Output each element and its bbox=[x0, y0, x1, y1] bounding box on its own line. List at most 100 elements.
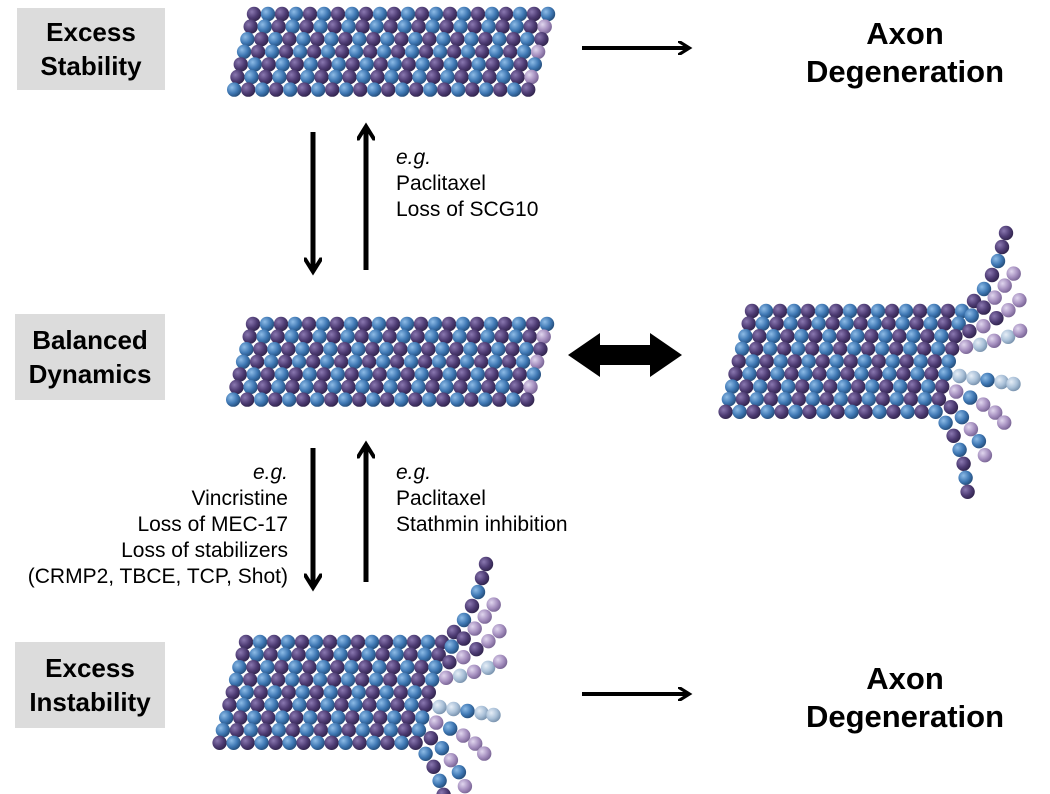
tubulin-subunit bbox=[431, 354, 447, 369]
tubulin-subunit bbox=[394, 735, 409, 750]
tubulin-subunit bbox=[401, 57, 416, 72]
tubulin-subunit bbox=[424, 672, 440, 687]
microtubule-balanced bbox=[226, 316, 555, 407]
tubulin-subunit bbox=[352, 32, 367, 47]
tubulin-subunit bbox=[432, 44, 448, 59]
tubulin-subunit bbox=[452, 668, 468, 683]
tubulin-subunit bbox=[422, 392, 437, 407]
tubulin-subunit bbox=[534, 32, 549, 47]
tubulin-subunit bbox=[380, 735, 395, 750]
tubulin-subunit bbox=[427, 316, 443, 332]
tubulin-subunit bbox=[508, 329, 523, 344]
tubulin-subunit bbox=[282, 32, 297, 47]
tubulin-subunit bbox=[499, 57, 514, 72]
tubulin-subunit bbox=[864, 329, 879, 344]
tubulin-subunit bbox=[393, 685, 408, 700]
tubulin-subunit bbox=[271, 723, 287, 738]
tubulin-subunit bbox=[718, 404, 733, 419]
tubulin-subunit bbox=[361, 354, 377, 369]
tubulin-subunit bbox=[423, 731, 439, 746]
tubulin-subunit bbox=[235, 647, 250, 662]
tubulin-subunit bbox=[478, 392, 493, 407]
tubulin-subunit bbox=[254, 735, 269, 750]
tubulin-subunit bbox=[387, 710, 402, 725]
tubulin-subunit bbox=[843, 354, 858, 369]
tubulin-subunit bbox=[721, 392, 737, 407]
tubulin-subunit bbox=[283, 82, 298, 97]
tubulin-subunit bbox=[240, 735, 255, 750]
tubulin-subunit bbox=[805, 392, 821, 407]
tubulin-subunit bbox=[328, 69, 343, 85]
tubulin-subunit bbox=[330, 660, 345, 675]
tubulin-subunit bbox=[399, 316, 415, 332]
tubulin-subunit bbox=[372, 660, 387, 675]
tubulin-subunit bbox=[345, 710, 360, 725]
tubulin-subunit bbox=[800, 303, 816, 319]
tubulin-subunit bbox=[453, 379, 468, 395]
tubulin-subunit bbox=[409, 82, 424, 97]
tubulin-subunit bbox=[326, 329, 341, 344]
tubulin-subunit bbox=[994, 239, 1010, 255]
tubulin-subunit bbox=[484, 367, 499, 382]
tubulin-subunit bbox=[429, 57, 444, 72]
tubulin-subunit bbox=[389, 647, 404, 662]
tubulin-subunit bbox=[295, 342, 310, 357]
tubulin-subunit bbox=[305, 354, 321, 369]
tubulin-subunit bbox=[478, 32, 493, 47]
tubulin-subunit bbox=[468, 69, 483, 85]
tubulin-subunit bbox=[375, 354, 391, 369]
tubulin-subunit bbox=[408, 735, 423, 750]
tubulin-subunit bbox=[497, 316, 513, 332]
tubulin-subunit bbox=[536, 329, 551, 344]
tubulin-subunit bbox=[442, 367, 457, 382]
tubulin-subunit bbox=[949, 384, 964, 399]
tubulin-subunit bbox=[412, 69, 427, 85]
tubulin-subunit bbox=[732, 404, 747, 419]
tubulin-subunit bbox=[870, 303, 886, 319]
tubulin-subunit bbox=[369, 379, 384, 395]
tubulin-subunit bbox=[397, 723, 413, 738]
tubulin-subunit bbox=[910, 366, 925, 382]
tubulin-subunit bbox=[986, 333, 1002, 348]
tubulin-subunit bbox=[520, 32, 535, 47]
tubulin-subunit bbox=[537, 19, 552, 34]
tubulin-subunit bbox=[357, 316, 373, 332]
tubulin-subunit bbox=[406, 634, 422, 650]
tubulin-subunit bbox=[243, 379, 258, 395]
tubulin-subunit bbox=[496, 69, 511, 85]
tubulin-subunit bbox=[826, 366, 841, 382]
tubulin-subunit bbox=[842, 303, 858, 319]
tubulin-subunit bbox=[324, 735, 339, 750]
tubulin-subunit bbox=[247, 710, 262, 725]
tubulin-subunit bbox=[952, 368, 967, 384]
tubulin-subunit bbox=[417, 354, 433, 369]
tubulin-subunit bbox=[823, 379, 838, 394]
tubulin-subunit bbox=[440, 69, 455, 85]
tubulin-subunit bbox=[400, 6, 416, 22]
tubulin-subunit bbox=[526, 367, 541, 382]
tubulin-subunit bbox=[512, 367, 527, 382]
tubulin-subunit bbox=[341, 19, 356, 34]
tubulin-subunit bbox=[903, 392, 919, 407]
tubulin-subunit bbox=[495, 19, 510, 34]
tubulin-subunit bbox=[833, 392, 849, 407]
tubulin-subunit bbox=[344, 367, 359, 382]
tubulin-subunit bbox=[466, 664, 482, 679]
tubulin-subunit bbox=[457, 779, 473, 794]
tubulin-subunit bbox=[311, 82, 326, 97]
tubulin-subunit bbox=[417, 647, 432, 662]
annotation-item: Paclitaxel bbox=[396, 172, 486, 195]
tubulin-subunit bbox=[380, 32, 395, 47]
tubulin-subunit bbox=[263, 354, 279, 369]
tubulin-subunit bbox=[383, 19, 398, 34]
tubulin-subunit bbox=[802, 404, 817, 419]
tubulin-subunit bbox=[337, 342, 352, 357]
tubulin-subunit bbox=[324, 32, 339, 47]
tubulin-subunit bbox=[492, 32, 507, 47]
tubulin-subunit bbox=[474, 570, 490, 586]
tubulin-subunit bbox=[376, 697, 391, 713]
tubulin-subunit bbox=[963, 390, 978, 405]
tubulin-subunit bbox=[317, 710, 332, 725]
tubulin-subunit bbox=[777, 392, 793, 407]
tubulin-subunit bbox=[464, 598, 480, 614]
